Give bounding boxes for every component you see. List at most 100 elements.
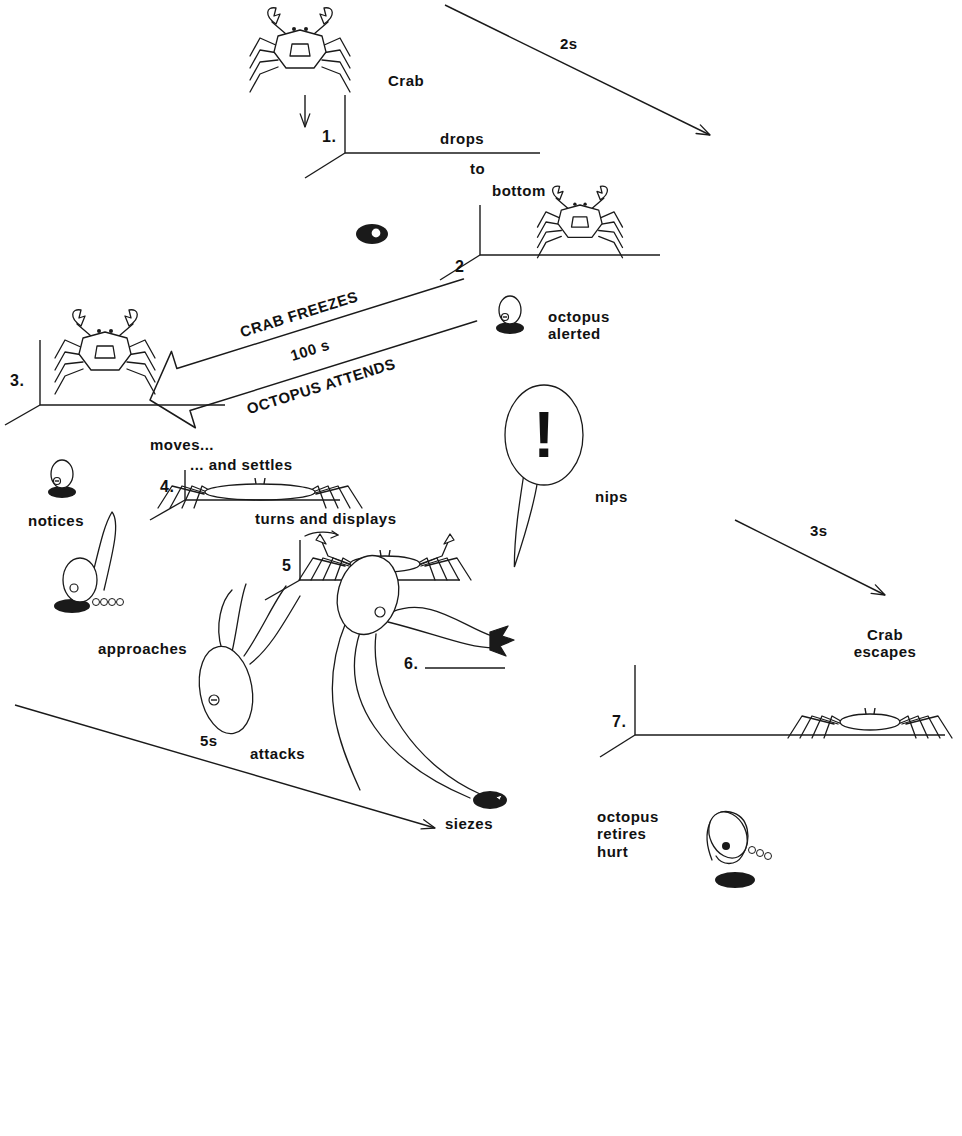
caption-word: Crab xyxy=(388,72,424,89)
crab-drawing xyxy=(158,478,362,508)
step-number: 1. xyxy=(322,128,336,146)
crab-arm xyxy=(272,22,286,34)
tank-edge xyxy=(345,152,540,153)
octopus-arm xyxy=(375,634,480,794)
arrow-head xyxy=(331,531,338,538)
crab-shell xyxy=(558,205,602,237)
crab-claw xyxy=(268,8,280,24)
octopus-pupil xyxy=(503,316,507,317)
time-arrow-line xyxy=(445,5,710,135)
crab-eye xyxy=(97,329,101,333)
caption-text: octopus alerted xyxy=(548,308,620,343)
caption-word: drops xyxy=(440,130,484,147)
crab-leg xyxy=(322,60,350,80)
crab-leg xyxy=(322,38,350,56)
crab-shell-mark xyxy=(572,217,589,227)
crab-leg xyxy=(902,716,940,738)
crab-arm xyxy=(592,198,604,208)
tank-edge xyxy=(299,540,300,580)
crab-leg xyxy=(250,60,278,80)
octopus-pupil xyxy=(55,480,59,481)
caption-word: bottom xyxy=(492,182,546,199)
crab-leg xyxy=(127,369,155,394)
octopus-den xyxy=(356,224,388,244)
crab-leg xyxy=(127,340,155,358)
caption-text: approaches xyxy=(98,640,187,657)
crab-eyestalk xyxy=(380,550,381,556)
octopus-mantle xyxy=(63,558,97,602)
crab-body xyxy=(840,714,900,730)
crab-arm xyxy=(322,542,350,564)
caption-text: attacks xyxy=(250,745,305,762)
octopus-arm xyxy=(355,632,470,798)
crab-leg xyxy=(299,558,345,580)
octopus-drawing xyxy=(51,460,73,488)
crab-arm xyxy=(314,22,328,34)
octopus-arm xyxy=(244,586,286,656)
caption-text: siezes xyxy=(445,815,493,832)
step-number: 6. xyxy=(404,655,418,673)
crab-arm xyxy=(556,198,568,208)
bubble-body xyxy=(505,385,583,485)
octopus-eye xyxy=(722,842,730,850)
octopus-mantle xyxy=(702,806,755,865)
time-arrow-line xyxy=(304,95,305,127)
arrow-head xyxy=(696,125,710,135)
time-label: 2s xyxy=(560,35,578,52)
crab-arm xyxy=(77,324,91,336)
step-number: 2 xyxy=(455,258,464,276)
crab-leg xyxy=(599,231,623,248)
crab-drawing xyxy=(788,708,952,738)
caption-text: turns and displays xyxy=(255,510,397,527)
caption-text: octopus retires hurt xyxy=(597,808,675,860)
octopus-eye xyxy=(70,584,78,592)
octopus-eye xyxy=(502,314,509,321)
crab-eye xyxy=(304,27,308,31)
crab-eyestalk xyxy=(389,550,390,556)
tank-edge xyxy=(40,404,225,405)
octopus-sucker xyxy=(117,599,124,606)
bubble-tail xyxy=(514,470,537,567)
drop-arrow xyxy=(300,95,310,127)
time-arrow xyxy=(15,705,435,829)
crab-leg xyxy=(322,67,350,92)
caption-text: nips xyxy=(595,488,628,505)
crab-leg xyxy=(55,369,83,394)
time-arrow-line xyxy=(15,705,435,828)
crab-claw xyxy=(125,310,137,326)
crab-eye xyxy=(583,202,586,205)
step-number: 5 xyxy=(282,557,291,575)
tank-edge xyxy=(5,405,40,425)
crab-drawing xyxy=(250,8,350,92)
tank-edge xyxy=(344,95,345,153)
crab-claw xyxy=(320,8,332,24)
octopus-eye xyxy=(375,607,385,617)
arrow-head xyxy=(871,585,885,595)
crab-claw xyxy=(553,186,563,200)
octopus-den xyxy=(715,872,755,888)
octopus-mantle xyxy=(499,296,521,324)
step-number: 4. xyxy=(160,478,174,496)
tank-edge xyxy=(184,470,185,500)
octopus-arm xyxy=(250,596,300,664)
crab-leg xyxy=(55,362,83,382)
octopus-eye xyxy=(209,695,219,705)
arrow-label: CRAB FREEZES xyxy=(238,287,360,340)
octopus-arm xyxy=(232,584,246,652)
step-number: 3. xyxy=(10,372,24,390)
tank-edge xyxy=(440,255,480,280)
time-label: 3s xyxy=(810,522,828,539)
tank-corner xyxy=(5,340,225,425)
crab-leg xyxy=(127,362,155,382)
crab-eye xyxy=(109,329,113,333)
crab-claw xyxy=(597,186,607,200)
speech-bubble: ! xyxy=(505,385,583,485)
time-arrow-line xyxy=(735,520,885,595)
crab-eye xyxy=(292,27,296,31)
octopus-sucker xyxy=(101,599,108,606)
crab-shell-mark xyxy=(290,44,310,56)
octopus-pupil xyxy=(211,699,217,700)
octopus-mantle xyxy=(329,549,408,642)
octopus-sucker xyxy=(765,853,772,860)
octopus-mantle xyxy=(51,460,73,488)
